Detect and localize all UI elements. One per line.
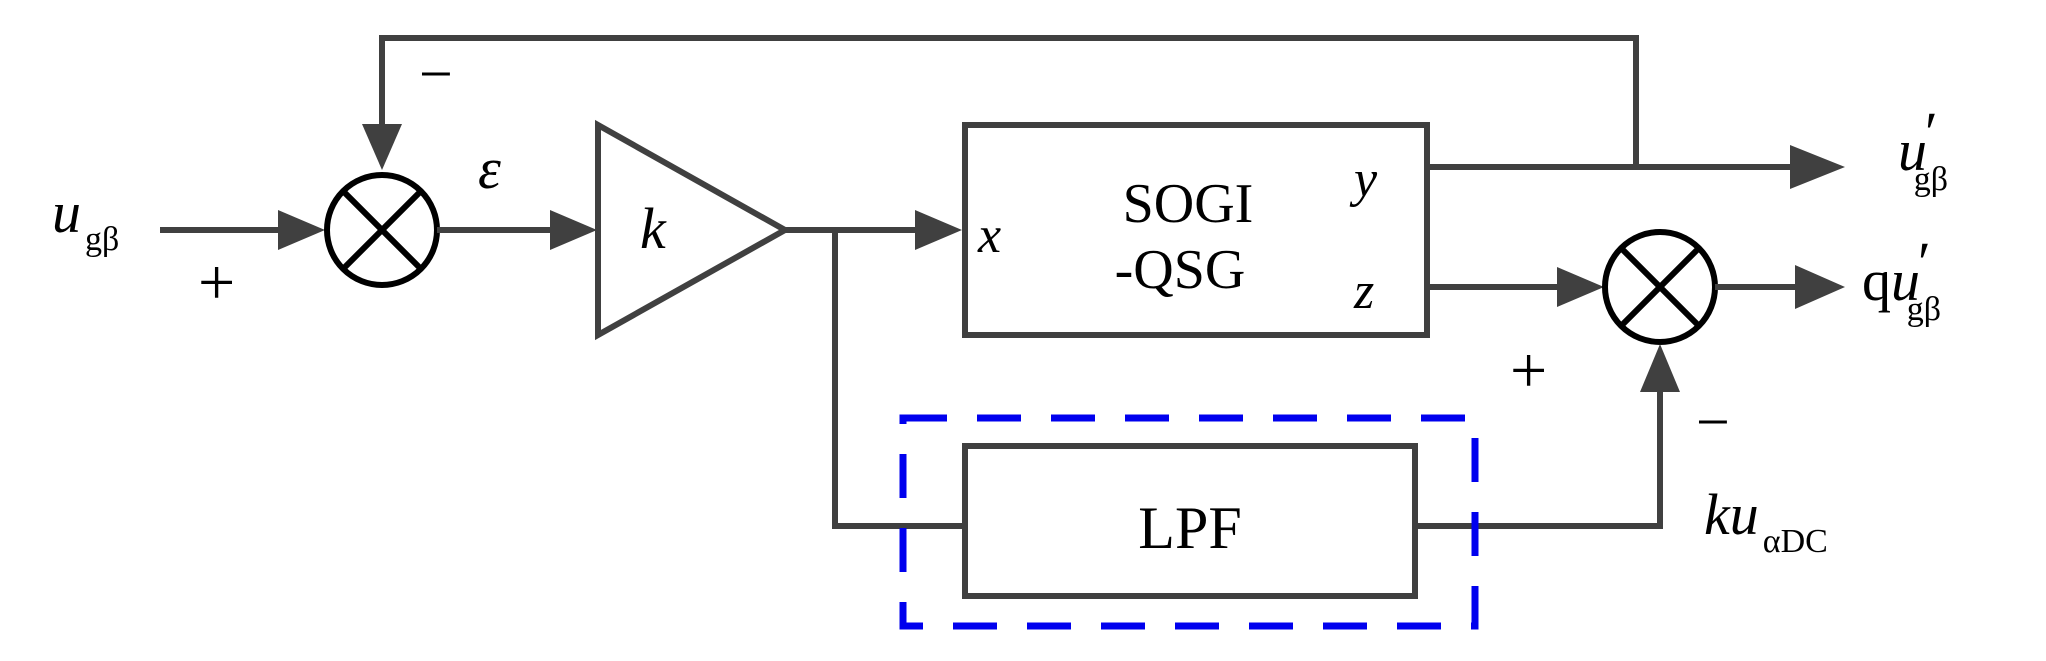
output2-label: qu′gβ <box>1862 230 1941 328</box>
sogi-port-x: x <box>977 207 1001 264</box>
sum2-left-arrowhead <box>1557 267 1604 307</box>
error-arrowhead <box>550 210 597 250</box>
lpf-block <box>962 443 1418 599</box>
sogi-port-y: y <box>1349 151 1378 208</box>
input-arrowhead <box>278 210 325 250</box>
lpf-label: LPF <box>1138 495 1241 561</box>
sogi-input-arrowhead <box>915 210 962 250</box>
sogi-title-line1: SOGI <box>1123 173 1254 235</box>
summing-junction-2 <box>1602 229 1718 345</box>
gain-label: k <box>640 196 667 261</box>
summing-junction-1 <box>324 172 440 288</box>
sum2-bottom-arrowhead <box>1640 344 1680 392</box>
sum1-left-sign: + <box>198 246 235 319</box>
sum2-left-sign: + <box>1510 334 1547 407</box>
error-label: ε <box>478 136 501 201</box>
sum1-top-sign: − <box>419 41 453 107</box>
sogi-qsg-block <box>962 122 1430 338</box>
feedback-wire <box>379 35 1639 167</box>
lpf-highlight-dashed-box <box>899 414 1479 630</box>
sogi-title-line2: -QSG <box>1115 239 1246 301</box>
feedback-arrowhead <box>362 124 402 170</box>
output-y-arrowhead <box>1790 145 1845 189</box>
lpf-branch-wire <box>832 230 965 529</box>
gain-block <box>595 119 792 341</box>
sogi-port-z: z <box>1353 263 1374 320</box>
output1-label: u′gβ <box>1898 100 1948 198</box>
lpf-output-wire <box>1415 390 1663 529</box>
sum2-bottom-sign: − <box>1696 389 1730 455</box>
quadrature-output-arrowhead <box>1795 265 1845 309</box>
